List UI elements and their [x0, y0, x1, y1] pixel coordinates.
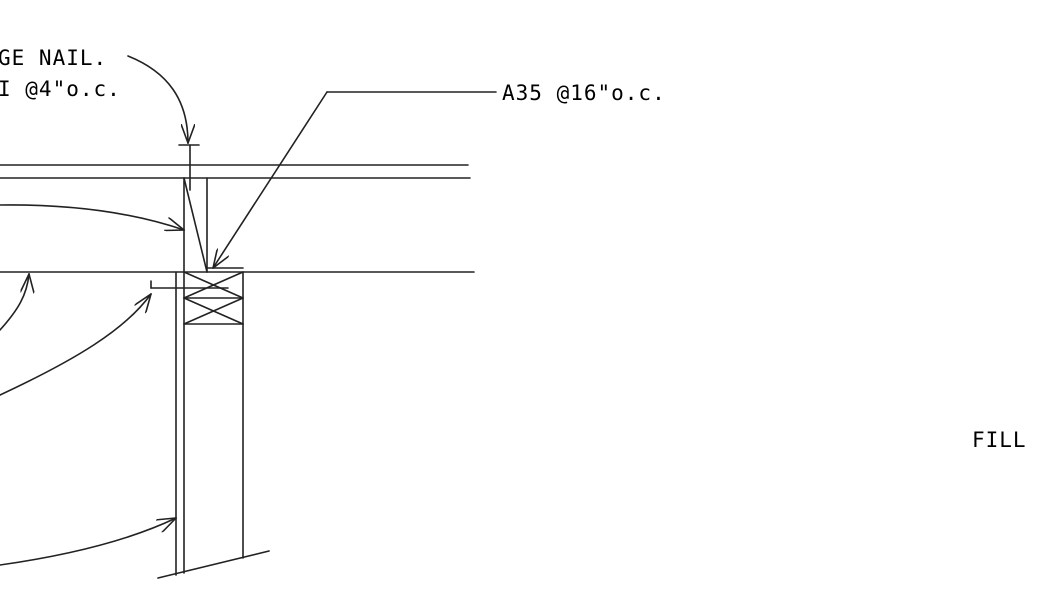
rim-leader: [0, 204, 184, 230]
rim-framing: [183, 177, 208, 273]
plate2-x-b: [183, 297, 244, 325]
note-edge-nail-line2: I @4"o.c.: [0, 77, 121, 101]
a35-leader: [213, 91, 497, 268]
top-plates: [183, 267, 244, 325]
left-leaders: [0, 204, 229, 566]
note-edge-nail-line1: GE NAIL.: [0, 46, 107, 70]
break-line: [157, 550, 270, 579]
rim-diagonal: [183, 177, 208, 273]
subfloor-leader: [0, 274, 29, 331]
edge-nail-leader: [127, 55, 200, 191]
sheathing-lines: [0, 164, 475, 273]
plate-leader: [0, 294, 151, 396]
note-a35: A35 @16"o.c.: [502, 81, 666, 105]
wall-leader: [0, 518, 176, 566]
a35-leader-arrow: [213, 91, 328, 268]
wall-studs: [157, 271, 270, 579]
edge-nail-arrow: [127, 55, 188, 143]
note-fill: FILL: [972, 428, 1027, 452]
plate1-x-b: [183, 271, 244, 299]
